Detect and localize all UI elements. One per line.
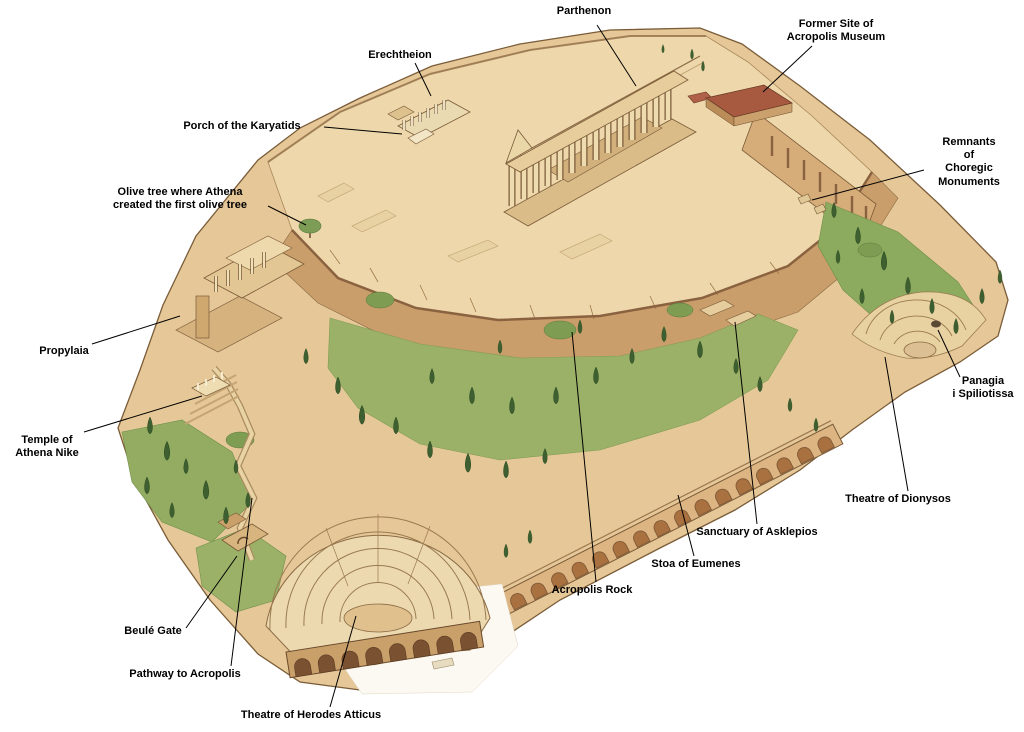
parthenon-pediment bbox=[505, 129, 533, 164]
leader-beule-gate bbox=[185, 555, 238, 629]
label-sanctuary-of-asklepios: Sanctuary of Asklepios bbox=[696, 526, 818, 538]
leader-lines bbox=[83, 24, 961, 708]
olive-tree bbox=[298, 218, 322, 238]
north-wall bbox=[267, 35, 706, 163]
agrippa-pedestal bbox=[195, 295, 210, 339]
leader-panagia bbox=[937, 329, 961, 378]
plateau-ruins bbox=[317, 182, 613, 263]
leader-asklepios bbox=[734, 321, 758, 525]
asklepios-ruins bbox=[699, 299, 757, 327]
leader-herodes bbox=[329, 615, 357, 708]
panagia-cave bbox=[931, 320, 941, 328]
leader-choregic bbox=[811, 169, 925, 201]
karyatid-porch bbox=[407, 128, 435, 145]
leader-acropolis-rock bbox=[571, 331, 597, 583]
herodes-orchestra bbox=[343, 603, 413, 633]
pathway bbox=[211, 365, 258, 562]
label-acropolis-rock: Acropolis Rock bbox=[551, 584, 633, 596]
leader-dionysos bbox=[884, 356, 909, 492]
dionysos-theatre bbox=[851, 291, 987, 359]
label-former-acropolis-museum: Former Site of Acropolis Museum bbox=[786, 18, 886, 44]
dionysos-orchestra bbox=[903, 341, 937, 359]
label-propylaia: Propylaia bbox=[39, 345, 89, 357]
mid-slope-vegetation bbox=[327, 313, 799, 461]
leader-karyatids bbox=[323, 126, 403, 135]
leader-propylaia bbox=[91, 315, 181, 345]
parthenon bbox=[503, 55, 705, 227]
athena-nike-temple bbox=[191, 372, 231, 397]
choregic-remnants bbox=[797, 193, 827, 215]
label-porch-of-the-karyatids: Porch of the Karyatids bbox=[183, 120, 301, 132]
museum-building bbox=[687, 84, 794, 127]
label-panagia-i-spiliotissa: Panagia i Spiliotissa bbox=[952, 375, 1014, 401]
parthenon-entablature bbox=[505, 70, 689, 173]
leader-olive-tree bbox=[267, 205, 307, 226]
label-parthenon: Parthenon bbox=[556, 5, 612, 17]
herodes-atticus-theatre bbox=[265, 514, 491, 679]
label-olive-tree: Olive tree where Athena created the firs… bbox=[113, 186, 247, 212]
label-choregic-monuments: Remnants of Choregic Monuments bbox=[938, 136, 1000, 188]
leader-pathway bbox=[230, 497, 253, 667]
leader-athena-nike bbox=[83, 395, 203, 433]
label-erechtheion: Erechtheion bbox=[368, 49, 432, 61]
label-temple-of-athena-nike: Temple of Athena Nike bbox=[15, 434, 79, 460]
label-pathway-to-acropolis: Pathway to Acropolis bbox=[129, 668, 241, 680]
leader-stoa bbox=[677, 494, 695, 557]
label-beule-gate: Beulé Gate bbox=[124, 625, 182, 637]
herodes-facade bbox=[285, 620, 485, 679]
label-stoa-of-eumenes: Stoa of Eumenes bbox=[651, 558, 741, 570]
label-theatre-of-herodes-atticus: Theatre of Herodes Atticus bbox=[240, 709, 382, 721]
leader-parthenon bbox=[596, 24, 637, 87]
museum-roof bbox=[705, 84, 794, 118]
leader-museum bbox=[762, 45, 813, 93]
leader-erechtheion bbox=[414, 62, 432, 97]
beule-gate bbox=[217, 512, 269, 552]
label-theatre-of-dionysos: Theatre of Dionysos bbox=[845, 493, 951, 505]
propylaia bbox=[175, 235, 305, 425]
erechtheion bbox=[387, 99, 471, 145]
